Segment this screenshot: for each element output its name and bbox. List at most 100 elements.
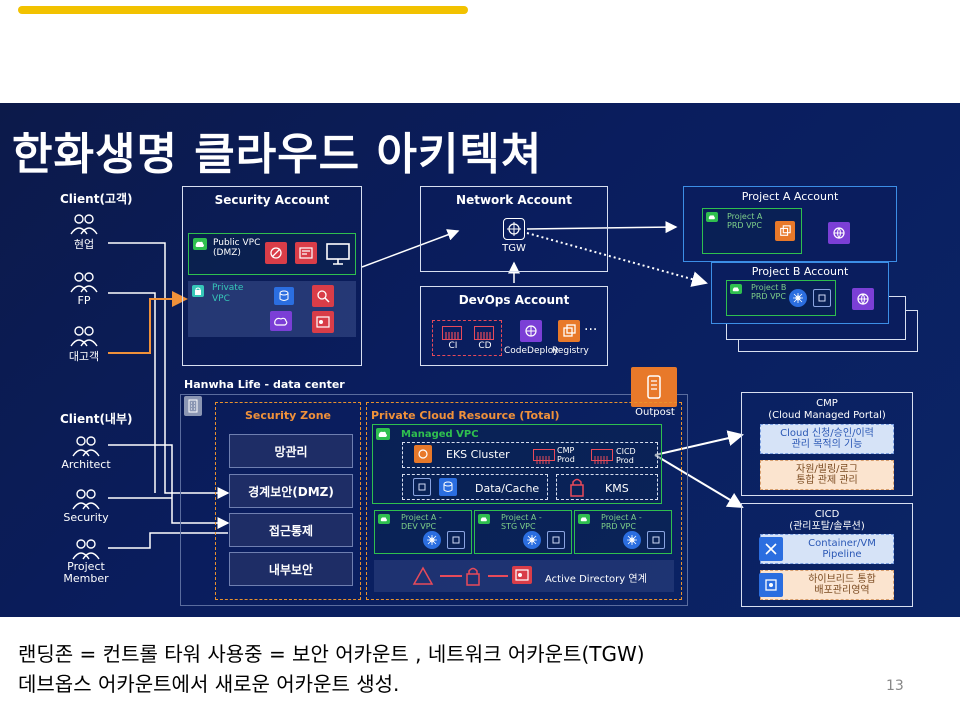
security-zone-network-mgmt: 망관리 [229, 434, 353, 468]
security-account-title: Security Account [214, 193, 330, 207]
people-icon [70, 272, 98, 293]
network-globe-icon [852, 288, 874, 310]
client-label: 현업 [73, 238, 95, 251]
client-customer: 대고객 [64, 324, 104, 364]
more-indicator: ... [584, 318, 598, 334]
chip-icon [413, 478, 431, 496]
kms-icon [568, 476, 586, 498]
client-label: FP [77, 294, 91, 307]
cloud-service-icon [270, 311, 292, 331]
eks-icon [414, 445, 432, 463]
chip-icon [647, 531, 665, 549]
cloud-icon [378, 514, 390, 524]
cd-icon [474, 326, 494, 340]
ci-icon [442, 326, 462, 340]
security-account: Security Account [182, 186, 362, 366]
project-a-vpc: Project A PRD VPC [702, 208, 802, 254]
network-globe-icon [828, 222, 850, 244]
private-cloud-resource: Private Cloud Resource (Total) [366, 402, 682, 600]
cicd-title: CICD (관리포탈/솔루션) [789, 509, 865, 532]
client-label: Project Member [63, 560, 109, 585]
data-cache-label: Data/Cache [475, 482, 540, 495]
ad-lock-icon [464, 565, 482, 587]
security-zone-dmz: 경계보안(DMZ) [229, 474, 353, 508]
client-label: 대고객 [68, 350, 100, 363]
chip-icon [813, 289, 831, 307]
caption-line-1: 랜딩존 = 컨트롤 타워 사용중 = 보안 어카운트 , 네트워크 어카운트(T… [18, 642, 645, 666]
alert-icon [412, 565, 434, 587]
project-b-vpc-label: Project B PRD VPC [751, 283, 787, 301]
page-number: 13 [886, 678, 904, 694]
tgw-label: TGW [502, 243, 526, 254]
cicd-item-pipeline: Container/VM Pipeline [808, 538, 876, 560]
people-icon [72, 489, 100, 510]
network-account: Network Account [420, 186, 608, 272]
kms-group [556, 474, 658, 500]
eks-label: EKS Cluster [446, 448, 510, 461]
dev-vpc-label: Project A - DEV VPC [401, 513, 442, 531]
cloud-icon [478, 514, 490, 524]
transit-gateway-icon [503, 218, 525, 240]
cmp-item-monitoring: 자원/빌링/로그 통합 관제 관리 [760, 460, 894, 490]
people-icon [70, 326, 98, 347]
cmp-prod-icon [533, 449, 555, 464]
cmp-prod-label: CMP Prod [557, 446, 575, 464]
people-icon [70, 214, 98, 235]
deploy-icon [759, 573, 783, 597]
monitor-icon [325, 242, 351, 266]
codedeploy-icon [520, 320, 542, 342]
waf-icon [295, 242, 317, 264]
cloud-icon [376, 428, 390, 440]
project-b-title: Project B Account [751, 265, 849, 278]
cloud-icon [578, 514, 590, 524]
cicd-item-pipeline-box: Container/VM Pipeline [759, 534, 894, 564]
chip-icon [547, 531, 565, 549]
datacenter-boundary [180, 394, 688, 606]
private-vpc: Private VPC [188, 281, 356, 337]
client-fp: FP [64, 270, 104, 307]
devops-account: DevOps Account [420, 286, 608, 366]
inspector-icon [312, 285, 334, 307]
registry-icon [558, 320, 580, 342]
kubernetes-icon [423, 531, 441, 549]
ci-label: CI [448, 341, 458, 351]
database-icon [439, 478, 457, 496]
client-internal-header: Client(내부) [60, 412, 133, 426]
cicd-item-deploy: 하이브리드 통합 배포관리영역 [808, 574, 876, 596]
managed-vpc: Managed VPC [372, 424, 662, 504]
stg-vpc-label: Project A - STG VPC [501, 513, 542, 531]
public-vpc-label: Public VPC (DMZ) [213, 238, 261, 258]
project-a-dev-vpc: Project A - DEV VPC [374, 510, 472, 554]
building-icon [184, 396, 202, 416]
devops-account-title: DevOps Account [458, 293, 570, 307]
project-a-prd-vpc: Project A - PRD VPC [574, 510, 672, 554]
diagram-title: 한화생명 클라우드 아키텍쳐 [12, 129, 543, 180]
client-security: Security [58, 487, 114, 524]
network-account-title: Network Account [456, 193, 572, 207]
certificate-icon [312, 311, 334, 333]
lock-icon [192, 285, 204, 297]
client-label: Security [63, 511, 109, 524]
cmp-item-request: Cloud 신청/승인/이력 관리 목적의 기능 [760, 424, 894, 454]
project-b-vpc: Project B PRD VPC [726, 280, 836, 316]
ad-connector-line [488, 575, 508, 577]
cloud-icon [730, 284, 742, 294]
cmp-panel: CMP (Cloud Managed Portal) [741, 392, 913, 496]
cicd-prod-label: CICD Prod [616, 447, 636, 465]
container-icon [775, 221, 795, 241]
private-cloud-title: Private Cloud Resource (Total) [371, 409, 560, 422]
public-vpc: Public VPC (DMZ) [188, 233, 356, 275]
private-vpc-label: Private VPC [212, 283, 244, 304]
chip-icon [447, 531, 465, 549]
client-label: Architect [61, 458, 111, 471]
accent-bar [18, 6, 468, 14]
ci-cd-group [432, 320, 502, 356]
kubernetes-icon [523, 531, 541, 549]
connector-lines [108, 221, 744, 549]
outpost-label: Outpost [635, 407, 675, 418]
database-icon [274, 287, 294, 305]
managed-vpc-label: Managed VPC [401, 429, 479, 440]
caption-line-2: 데브옵스 어카운트에서 새로운 어카운트 생성. [18, 672, 400, 696]
client-project-member: Project Member [58, 537, 114, 585]
tools-icon [759, 537, 783, 561]
